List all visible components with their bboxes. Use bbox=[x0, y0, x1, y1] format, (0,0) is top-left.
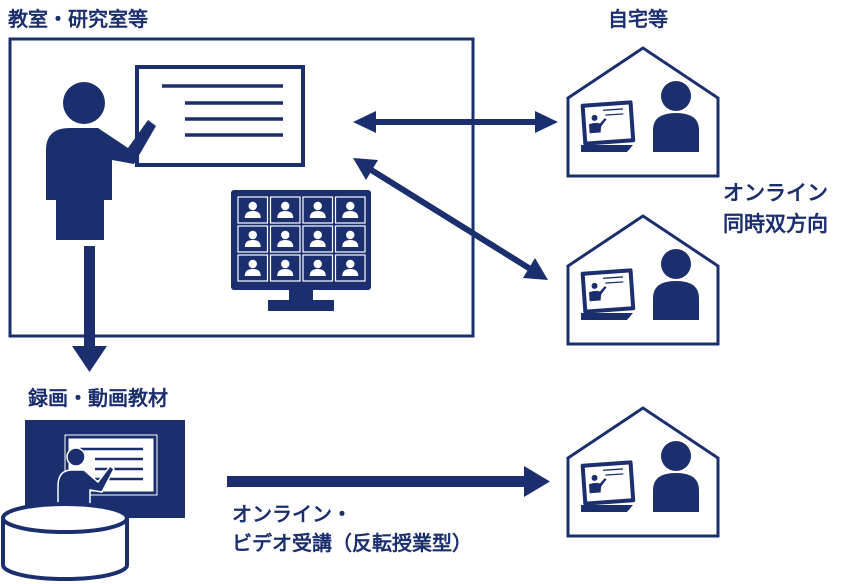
arrow-right-to-home-3 bbox=[227, 466, 550, 497]
double-arrow-home-1 bbox=[353, 111, 558, 133]
participant-tile bbox=[269, 225, 301, 253]
online-sync-label-line2: 同時双方向 bbox=[723, 212, 828, 236]
online-sync-label-line1: オンライン bbox=[723, 181, 828, 205]
classroom-frame bbox=[8, 37, 475, 338]
participant-tile bbox=[237, 196, 269, 224]
on-demand-label: オンライン・ ビデオ受講（反転授業型） bbox=[232, 500, 472, 558]
participant-tile bbox=[334, 196, 366, 224]
house-icon-1 bbox=[566, 46, 720, 178]
participant-tile bbox=[269, 196, 301, 224]
house-icon-3 bbox=[566, 406, 720, 538]
home-label: 自宅等 bbox=[608, 7, 668, 31]
whiteboard-icon bbox=[135, 65, 305, 167]
recorded-materials-label: 録画・動画教材 bbox=[28, 386, 168, 410]
video-conference-monitor-icon bbox=[231, 190, 371, 311]
participant-tile bbox=[302, 225, 334, 253]
on-demand-label-line2: ビデオ受講（反転授業型） bbox=[232, 531, 472, 555]
on-demand-label-line1: オンライン・ bbox=[232, 502, 352, 526]
online-sync-label: オンライン 同時双方向 bbox=[723, 178, 828, 240]
double-arrow-home-2 bbox=[353, 158, 548, 280]
classroom-label: 教室・研究室等 bbox=[8, 7, 148, 31]
participant-tile bbox=[237, 225, 269, 253]
participant-tile bbox=[334, 225, 366, 253]
database-icon bbox=[0, 502, 129, 581]
participant-tile bbox=[237, 254, 269, 282]
arrow-down-to-recording bbox=[72, 246, 107, 372]
participant-tile bbox=[302, 254, 334, 282]
house-icon-2 bbox=[566, 214, 720, 346]
recorded-lecture-board-icon bbox=[25, 420, 185, 521]
participant-tile bbox=[269, 254, 301, 282]
participant-tile bbox=[334, 254, 366, 282]
teacher-icon bbox=[46, 82, 156, 240]
participant-tile bbox=[302, 196, 334, 224]
